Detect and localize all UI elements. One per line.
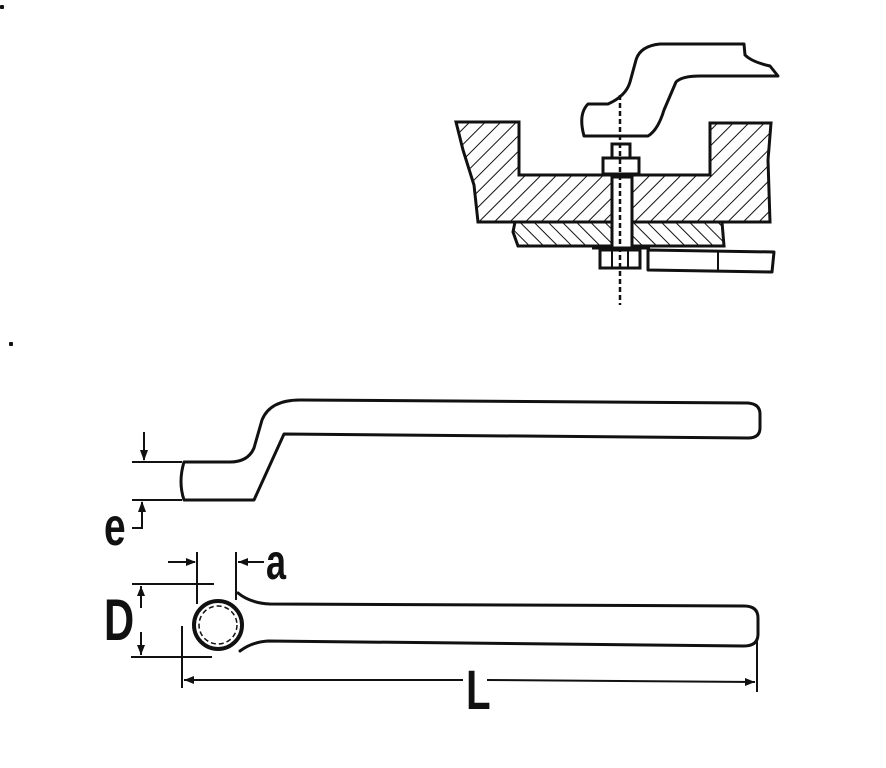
- upper-plate: [454, 120, 773, 224]
- arrow-left-icon: [238, 558, 248, 566]
- wrench-above: [580, 42, 780, 138]
- arrow-up-icon: [137, 586, 145, 596]
- scan-speck: [9, 342, 13, 346]
- arrow-left-icon: [184, 676, 194, 684]
- twelve-point-socket: [198, 605, 238, 645]
- dimension-label-D: D: [104, 588, 135, 653]
- arrow-right-icon: [186, 558, 196, 566]
- ring-end: [192, 599, 244, 651]
- side-view: [132, 398, 762, 529]
- arrow-up-icon: [138, 501, 146, 512]
- wrench-below: [646, 248, 776, 274]
- dimension-label-a: a: [266, 534, 287, 590]
- arrow-down-icon: [140, 450, 148, 461]
- bolt-shaft: [610, 175, 634, 251]
- scan-speck: [0, 5, 4, 9]
- wrench-handle-top: [236, 591, 760, 653]
- dimension-label-L: L: [466, 658, 491, 721]
- wrench-side-profile: [179, 398, 762, 502]
- arrow-down-icon: [137, 645, 145, 655]
- dimension-label-e: e: [104, 497, 126, 557]
- usage-illustration: [454, 42, 780, 305]
- top-view: [131, 552, 760, 692]
- arrow-right-icon: [745, 678, 755, 686]
